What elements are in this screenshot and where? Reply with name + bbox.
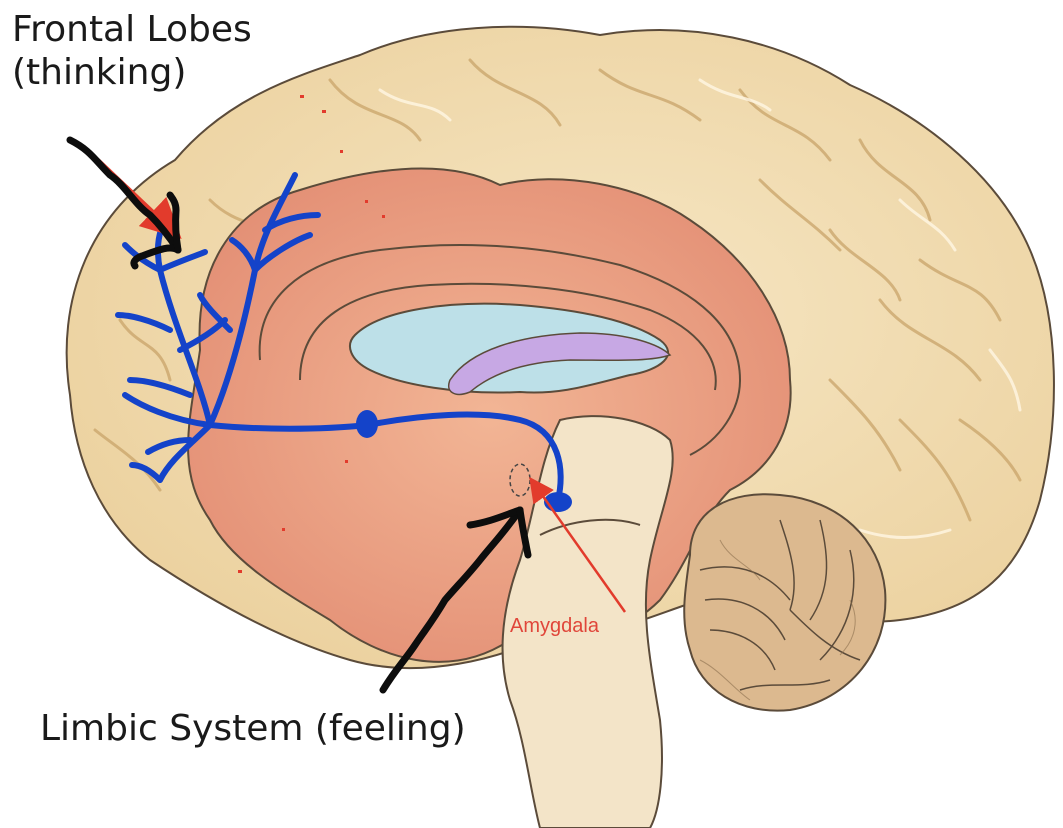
cerebellum (684, 494, 885, 710)
limbic-system-label: Limbic System (feeling) (40, 707, 466, 750)
frontal-lobes-subtitle: (thinking) (12, 51, 252, 94)
frontal-lobes-title: Frontal Lobes (12, 8, 252, 51)
amygdala-label: Amygdala (510, 615, 599, 638)
frontal-lobes-label: Frontal Lobes (thinking) (12, 8, 252, 94)
pathway-node-upper (356, 410, 378, 438)
